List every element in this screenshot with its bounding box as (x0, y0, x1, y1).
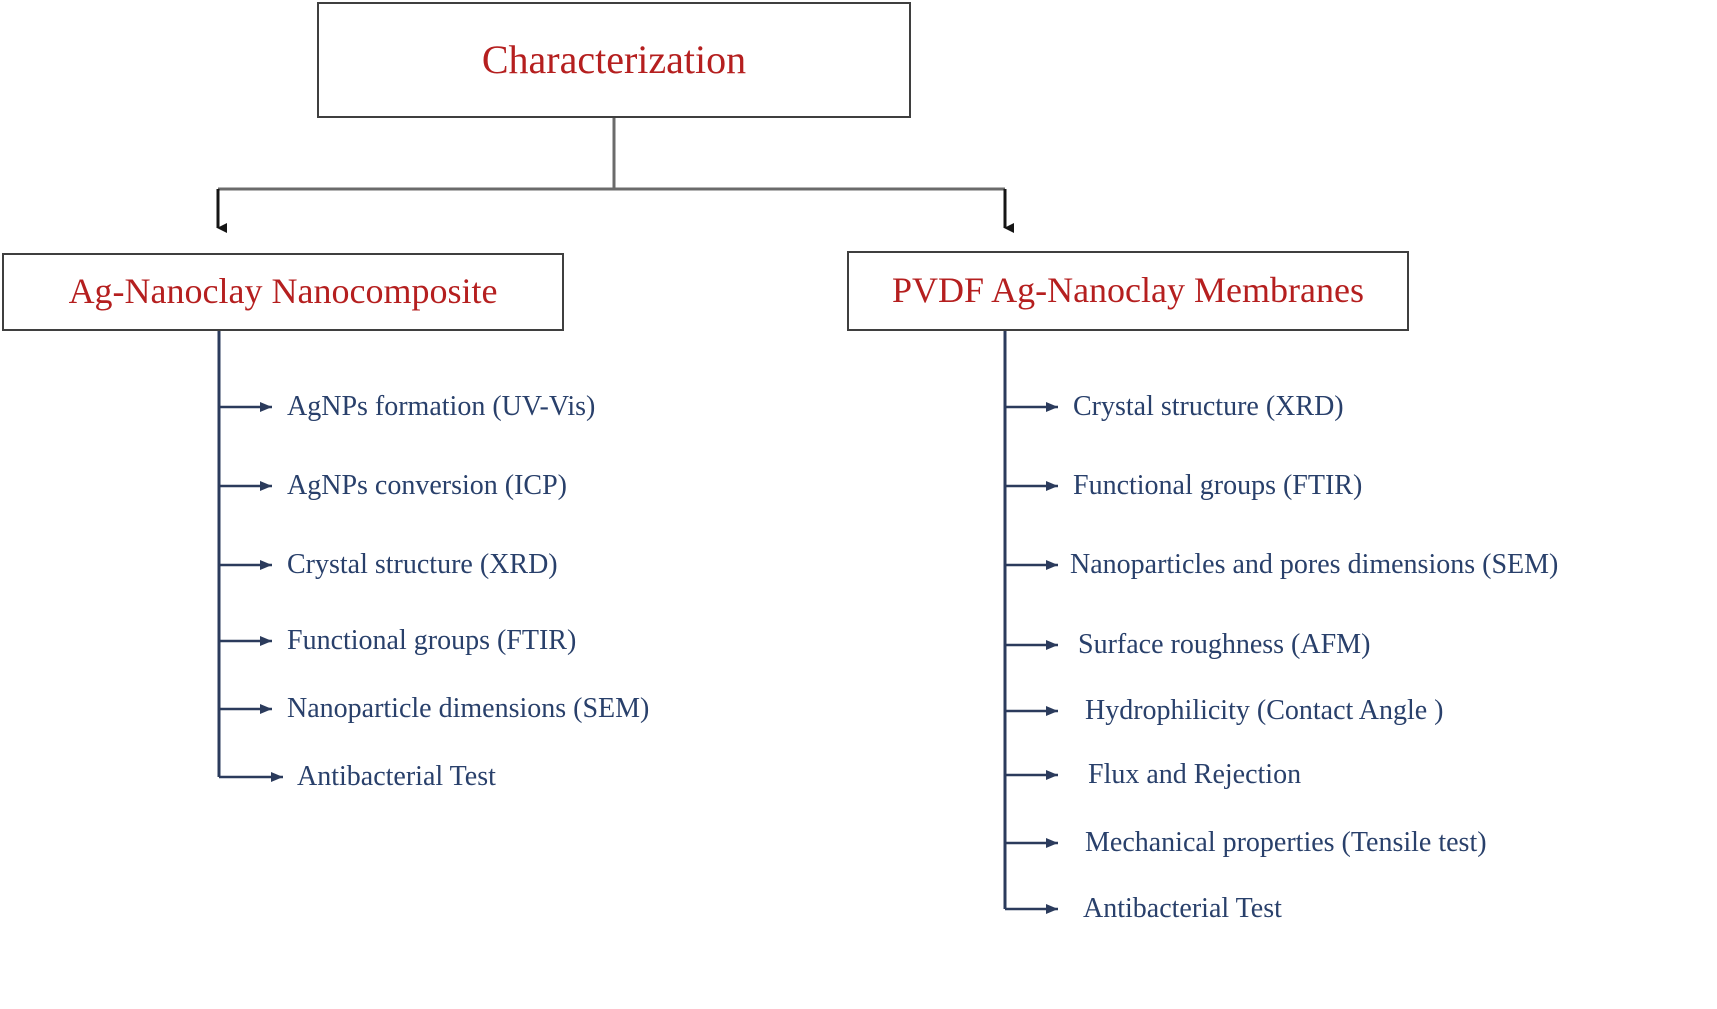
leaf-item-right-2: Functional groups (FTIR) (1073, 470, 1363, 501)
node-pvdf-ag-nanoclay-membranes-label: PVDF Ag-Nanoclay Membranes (892, 270, 1364, 311)
root-connector (216, 118, 1014, 233)
node-ag-nanoclay-nanocomposite[interactable]: Ag-Nanoclay Nanocomposite (2, 253, 564, 331)
leaf-item-left-4: Functional groups (FTIR) (287, 625, 577, 656)
leaf-item-right-3: Nanoparticles and pores dimensions (SEM) (1070, 549, 1559, 580)
node-pvdf-ag-nanoclay-membranes[interactable]: PVDF Ag-Nanoclay Membranes (847, 251, 1409, 331)
leaf-item-right-4: Surface roughness (AFM) (1078, 629, 1371, 660)
leaf-item-left-5: Nanoparticle dimensions (SEM) (287, 693, 650, 724)
leaf-item-left-2: AgNPs conversion (ICP) (287, 470, 567, 501)
left-branch-connectors (217, 331, 283, 782)
leaf-item-right-1: Crystal structure (XRD) (1073, 391, 1344, 422)
leaf-item-right-6: Flux and Rejection (1088, 759, 1302, 790)
leaf-item-left-6: Antibacterial Test (297, 761, 496, 792)
leaf-item-right-7: Mechanical properties (Tensile test) (1085, 827, 1487, 858)
node-ag-nanoclay-nanocomposite-label: Ag-Nanoclay Nanocomposite (68, 271, 498, 312)
leaf-item-right-8: Antibacterial Test (1083, 893, 1282, 924)
leaf-item-left-3: Crystal structure (XRD) (287, 549, 558, 580)
leaf-item-right-5: Hydrophilicity (Contact Angle ) (1085, 695, 1444, 726)
node-characterization[interactable]: Characterization (317, 2, 911, 118)
node-characterization-label: Characterization (481, 37, 747, 82)
leaf-item-left-1: AgNPs formation (UV-Vis) (287, 391, 596, 422)
right-branch-connectors (1003, 331, 1058, 914)
